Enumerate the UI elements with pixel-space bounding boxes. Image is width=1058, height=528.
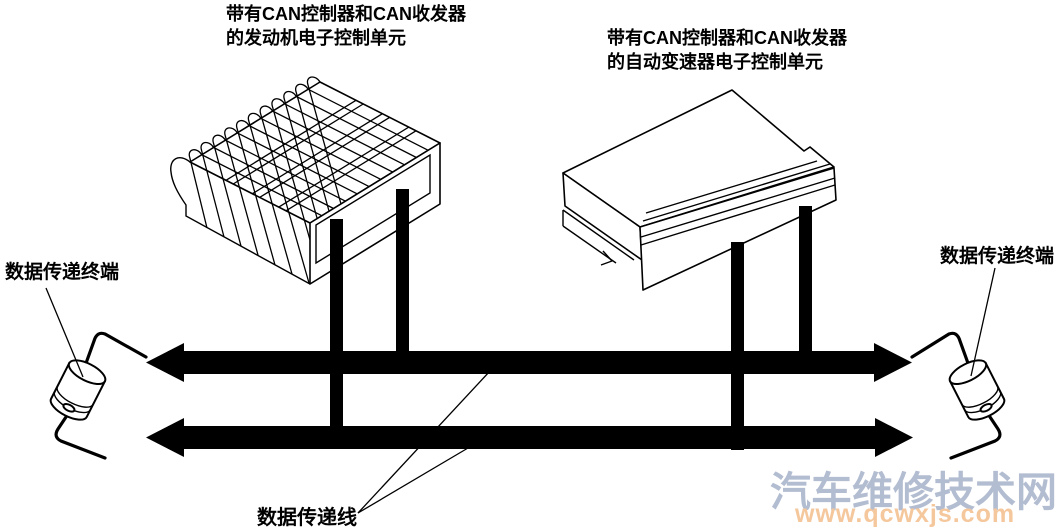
bus-label: 数据传递线 — [257, 507, 357, 528]
transmission-ecu-edge-ridges — [640, 160, 836, 246]
transmission-ecu-drawing — [562, 89, 837, 450]
transmission-ecu-label-line1: 带有CAN控制器和CAN收发器 — [607, 28, 847, 48]
transmission-ecu-label-line2: 的自动变速器电子控制单元 — [607, 52, 823, 72]
terminal-right-label-leader — [970, 267, 996, 377]
bus-upper-arrow-left — [146, 343, 184, 382]
bus-label-leader-lines — [357, 370, 491, 514]
terminal-right-lead-nub — [979, 403, 993, 413]
terminal-left-top-lead — [83, 331, 148, 368]
engine-ecu-wire-can-low — [330, 219, 343, 442]
terminal-left-label-leader — [45, 287, 84, 378]
engine-ecu-grid-lines — [225, 99, 417, 212]
transmission-ecu-front-right-face — [639, 167, 837, 291]
transmission-ecu-label: 带有CAN控制器和CAN收发器 的自动变速器电子控制单元 — [607, 26, 847, 74]
bus-lower-arrow-right — [875, 418, 913, 457]
watermark-site-name: 汽车维修技术网 — [770, 469, 1057, 515]
engine-ecu-heatsink-fins — [188, 76, 429, 284]
bus-upper-shaft — [168, 351, 888, 374]
data-bus-lower-line — [146, 418, 913, 457]
engine-ecu-silhouette — [170, 157, 311, 285]
engine-ecu-label-line1: 带有CAN控制器和CAN收发器 — [226, 4, 466, 24]
bus-lower-arrow-left — [146, 418, 184, 457]
engine-ecu-connector-frame — [315, 153, 431, 265]
transmission-ecu-wire-can-high — [799, 206, 812, 370]
engine-ecu-label: 带有CAN控制器和CAN收发器 的发动机电子控制单元 — [226, 2, 466, 50]
data-bus-upper-line — [146, 343, 912, 382]
transmission-ecu-mounting-flange — [562, 209, 635, 266]
terminal-left-bottom-lead — [54, 409, 107, 460]
terminal-left-label: 数据传递终端 — [5, 262, 120, 283]
terminal-right-bottom-lead — [949, 409, 1002, 460]
terminal-resistor-left — [45, 287, 148, 460]
terminal-resistor-right — [910, 267, 1006, 460]
terminal-left-lead-nub — [62, 403, 76, 413]
terminal-right-top-lead — [910, 331, 971, 368]
engine-ecu-drawing — [170, 76, 441, 442]
bus-lower-shaft — [168, 426, 888, 449]
transmission-ecu-wire-can-low — [731, 242, 744, 450]
terminal-right-cylinder — [948, 359, 1006, 421]
bus-upper-arrow-right — [874, 343, 912, 382]
engine-ecu-label-line2: 的发动机电子控制单元 — [226, 28, 406, 48]
engine-ecu-wire-can-high — [396, 189, 409, 370]
watermark-site-url: www.qcwxjs.com — [795, 500, 1016, 528]
terminal-right-label: 数据传递终端 — [940, 246, 1055, 267]
